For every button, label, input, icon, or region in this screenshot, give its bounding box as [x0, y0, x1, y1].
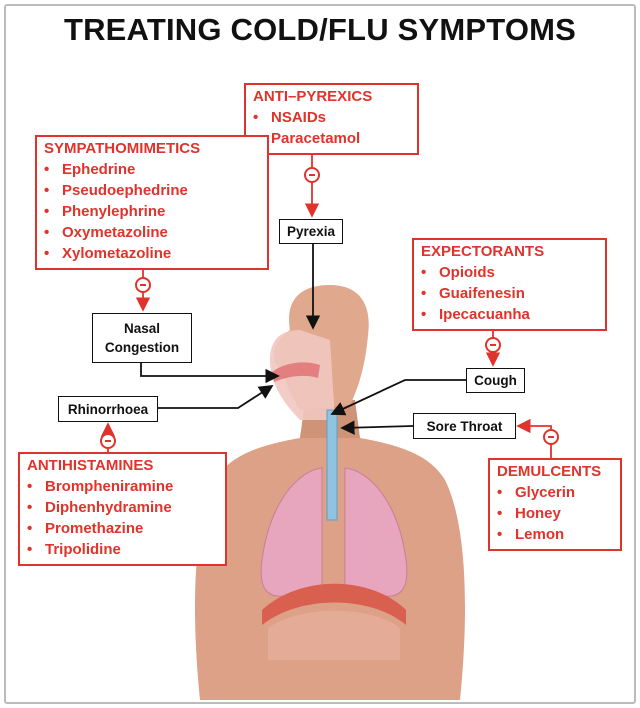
symptom-arrows	[140, 243, 466, 435]
list-item: Paracetamol	[253, 128, 409, 149]
list-item: Glycerin	[497, 482, 612, 503]
list-item: Tripolidine	[27, 539, 217, 560]
antihistamines-box: ANTIHISTAMINES Brompheniramine Diphenhyd…	[18, 452, 227, 566]
list-item: Phenylephrine	[44, 201, 259, 222]
list-item: Opioids	[421, 262, 597, 283]
minus-icon	[135, 277, 151, 293]
minus-icon	[543, 429, 559, 445]
list-item: Brompheniramine	[27, 476, 217, 497]
symptom-pyrexia: Pyrexia	[279, 219, 343, 244]
anti-pyrexics-box: ANTI–PYREXICS NSAIDsParacetamol	[244, 83, 419, 155]
trachea	[326, 409, 338, 521]
list-item: Lemon	[497, 524, 612, 545]
sympathomimetics-box: SYMPATHOMIMETICS Ephedrine Pseudoephedri…	[35, 135, 269, 270]
list-item: Promethazine	[27, 518, 217, 539]
sympathomimetics-heading: SYMPATHOMIMETICS	[44, 140, 201, 157]
list-item: NSAIDs	[253, 107, 409, 128]
symptom-rhinorrhoea: Rhinorrhoea	[58, 396, 158, 422]
symptom-cough: Cough	[466, 368, 525, 393]
list-item: Ephedrine	[44, 159, 259, 180]
page-title: TREATING COLD/FLU SYMPTOMS	[63, 12, 577, 47]
demulcents-box: DEMULCENTS Glycerin Honey Lemon	[488, 458, 622, 551]
list-item: Honey	[497, 503, 612, 524]
list-item: Diphenhydramine	[27, 497, 217, 518]
diagram-frame	[4, 4, 636, 704]
anti-pyrexics-heading: ANTI–PYREXICS	[253, 88, 373, 105]
list-item: Ipecacuanha	[421, 304, 597, 325]
expectorants-heading: EXPECTORANTS	[421, 243, 545, 260]
minus-icon	[100, 433, 116, 449]
list-item: Guaifenesin	[421, 283, 597, 304]
demulcents-heading: DEMULCENTS	[497, 463, 602, 480]
diaphragm	[262, 583, 406, 625]
symptom-sore-throat: Sore Throat	[413, 413, 516, 439]
minus-icon	[304, 167, 320, 183]
list-item: Xylometazoline	[44, 243, 259, 264]
symptom-nasal-congestion: Nasal Congestion	[92, 313, 192, 363]
list-item: Pseudoephedrine	[44, 180, 259, 201]
list-item: Oxymetazoline	[44, 222, 259, 243]
antihistamines-heading: ANTIHISTAMINES	[27, 457, 154, 474]
lungs	[260, 467, 408, 597]
minus-icon	[485, 337, 501, 353]
expectorants-box: EXPECTORANTS Opioids Guaifenesin Ipecacu…	[412, 238, 607, 331]
